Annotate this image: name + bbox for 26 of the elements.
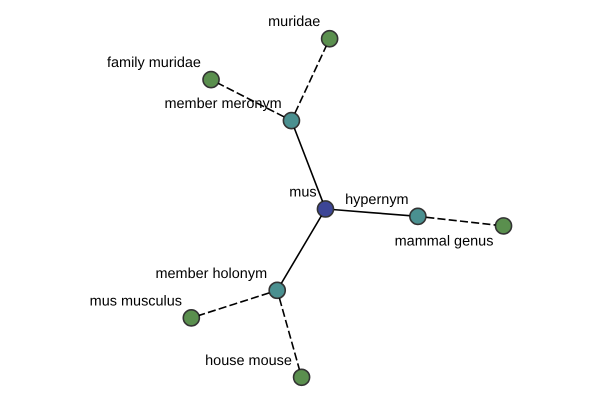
connector: [198, 292, 270, 316]
node-label: hypernym: [345, 192, 409, 208]
connector: [294, 128, 324, 202]
node-circle: [316, 200, 334, 218]
node-circle: [494, 217, 512, 235]
node-circle: [182, 309, 200, 327]
connector: [334, 208, 410, 216]
node-label: family muridae: [106, 55, 201, 72]
node-circle: [268, 281, 286, 300]
node-circle: [320, 30, 338, 48]
node-circle: [202, 70, 220, 88]
node-label: house mouse: [205, 352, 292, 369]
connector: [280, 215, 322, 284]
connector: [426, 216, 496, 226]
node-label: mus musculus: [90, 293, 182, 310]
node-label: member holonym: [155, 266, 268, 282]
node-label: muridae: [268, 14, 320, 30]
node-label: mus: [289, 184, 317, 200]
connector: [218, 82, 284, 118]
connector: [278, 298, 300, 370]
node-label: mammal genus: [394, 234, 494, 250]
connector: [294, 46, 327, 114]
node-circle: [409, 208, 427, 226]
node-label: member meronym: [164, 96, 282, 112]
node-circle: [282, 112, 300, 130]
node-circle: [292, 368, 310, 386]
